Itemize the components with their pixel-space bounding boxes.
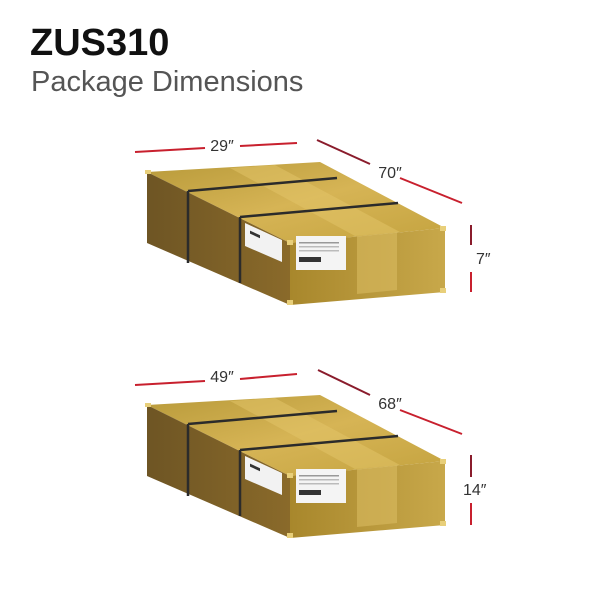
box-illustration	[143, 393, 448, 540]
height-dimension: 14″	[463, 455, 487, 525]
height-label: 14″	[463, 482, 487, 499]
length-dimension: 70″	[316, 139, 463, 204]
length-label: 68″	[378, 396, 402, 413]
height-dimension: 7″	[470, 225, 491, 292]
width-dimension: 49″	[134, 369, 298, 386]
box-illustration	[143, 160, 448, 307]
length-label: 70″	[378, 165, 402, 182]
width-label: 29″	[210, 138, 234, 155]
height-label: 7″	[476, 251, 491, 268]
width-label: 49″	[210, 369, 234, 386]
model-title: ZUS310	[30, 22, 170, 64]
page-subtitle: Package Dimensions	[31, 66, 304, 98]
package-2: 49″ 68″ 14″	[134, 369, 487, 540]
package-1: 29″ 70″ 7″	[134, 138, 491, 307]
width-dimension: 29″	[134, 138, 298, 155]
length-dimension: 68″	[317, 369, 463, 435]
